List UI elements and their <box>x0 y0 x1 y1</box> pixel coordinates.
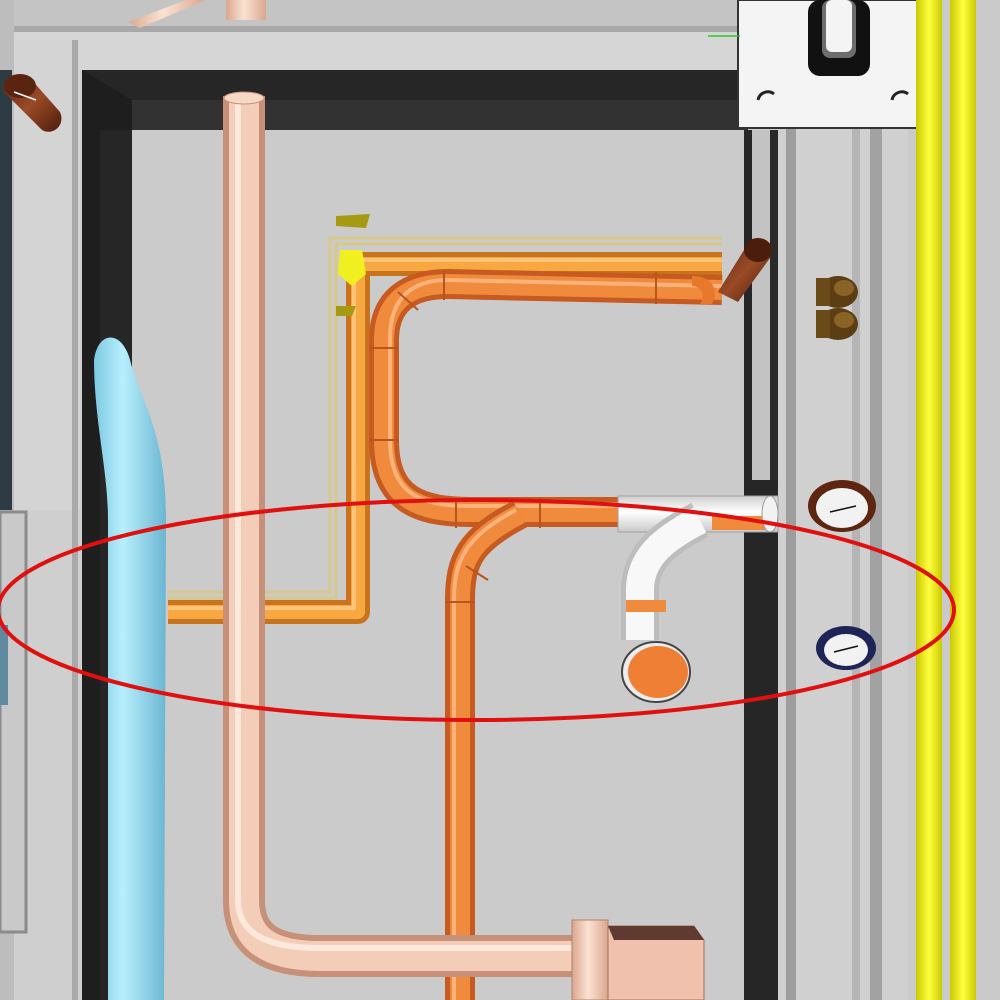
annotation-ellipse <box>0 498 956 722</box>
pipe-brown[interactable] <box>3 74 876 532</box>
pipe-yellow[interactable] <box>916 0 976 1000</box>
marker-fitting[interactable] <box>336 214 370 316</box>
valve-pair[interactable] <box>816 276 858 340</box>
pipe-salmon-top-stubs[interactable] <box>128 0 266 28</box>
pipe-orange[interactable] <box>369 269 723 1000</box>
pipe-navy[interactable] <box>816 626 876 670</box>
hatch-plate[interactable] <box>708 0 932 129</box>
pipe-light-blue[interactable] <box>94 337 166 1000</box>
pipe-white[interactable] <box>617 495 779 703</box>
pipe-salmon[interactable] <box>223 91 705 1000</box>
